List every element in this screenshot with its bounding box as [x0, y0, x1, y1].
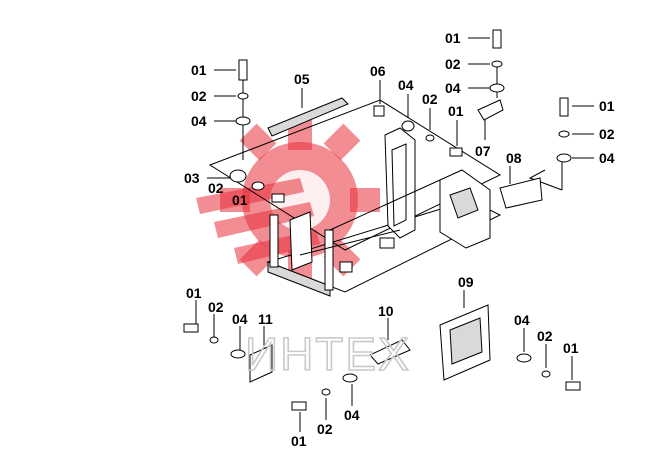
callout-labels: 01 02 04 05 06 04 02 01 01 02 04 07 01 0…: [184, 30, 615, 449]
callout-label: 01: [448, 103, 464, 119]
callout-label: 04: [445, 80, 461, 96]
callout-label: 01: [599, 98, 615, 114]
callout-label: 02: [445, 56, 461, 72]
hardware-parts: [183, 29, 581, 411]
callout-label: 04: [191, 113, 207, 129]
callout-label: 10: [378, 303, 394, 319]
callout-label: 01: [191, 62, 207, 78]
wave-stripe-2: [214, 202, 314, 238]
callout-label: 04: [232, 311, 248, 327]
callout-label: 05: [294, 71, 310, 87]
callout-label: 02: [537, 328, 553, 344]
callout-label: 04: [344, 407, 360, 423]
callout-label: 11: [258, 311, 273, 327]
callout-label: 01: [232, 192, 248, 208]
callout-label: 02: [208, 180, 224, 196]
callout-label: 04: [599, 150, 615, 166]
callout-label: 01: [291, 433, 307, 449]
callout-label: 04: [514, 312, 530, 328]
main-frame: [208, 99, 502, 297]
callout-label: 01: [445, 30, 461, 46]
callout-label: 01: [563, 340, 579, 356]
callout-label: 02: [191, 88, 207, 104]
callout-label: 08: [506, 150, 522, 166]
callout-label: 02: [599, 126, 615, 142]
callout-label: 01: [186, 285, 202, 301]
callout-label: 02: [208, 299, 224, 315]
leader-lines: [195, 37, 594, 432]
callout-label: 04: [398, 77, 414, 93]
watermark-text: ИНТЕХ: [245, 328, 411, 380]
callout-label: 06: [370, 63, 386, 79]
callout-label: 03: [184, 170, 200, 186]
callout-label: 02: [422, 91, 438, 107]
callout-label: 02: [317, 421, 333, 437]
callout-label: 09: [458, 274, 474, 290]
callout-label: 07: [475, 143, 491, 159]
wave-stripe-1: [196, 178, 304, 214]
